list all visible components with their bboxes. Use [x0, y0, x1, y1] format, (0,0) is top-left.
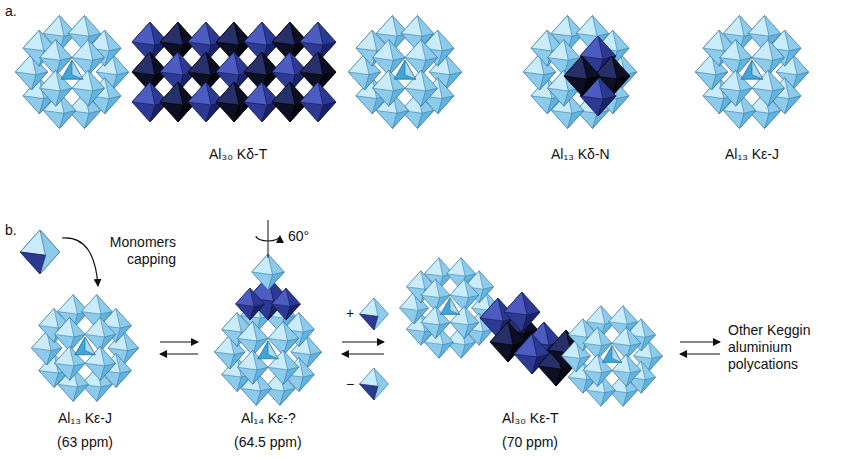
rotation-symbol: [256, 220, 280, 258]
monomer-octahedron: [20, 230, 60, 274]
product-note: Other Keggin aluminium polycations: [728, 322, 824, 373]
al14-capped-cluster: [214, 254, 321, 405]
cluster-name: Al₁₃ Kε-J: [58, 410, 112, 427]
cluster-name: Al₃₀ Kδ-T: [209, 146, 267, 163]
cluster-name: Al₁₃ Kε-J: [725, 146, 779, 163]
equilibrium-arrows: [342, 298, 388, 400]
process-note: Monomers capping: [104, 234, 176, 268]
rotation-angle: 60°: [288, 228, 309, 245]
al13-delta-cluster: [523, 15, 636, 128]
al30-epsilon-cluster: [400, 258, 663, 406]
equilibrium-arrows: [680, 342, 720, 354]
al13-epsilon-cluster: [31, 295, 138, 402]
al30-delta-cluster: [15, 15, 461, 128]
chemical-shift: (70 ppm): [502, 434, 558, 451]
equilibrium-arrows: [160, 342, 198, 354]
panel-letter: a.: [5, 3, 17, 20]
panel-letter: b.: [5, 222, 17, 239]
capping-arrow: [62, 238, 98, 286]
al13-epsilon-cluster: [695, 15, 808, 128]
chemical-shift: (64.5 ppm): [234, 434, 302, 451]
cluster-name: Al₁₄ Kε-?: [241, 410, 296, 427]
chemical-shift: (63 ppm): [57, 434, 113, 451]
sign-label: −: [346, 376, 354, 393]
cluster-name: Al₃₀ Kε-T: [502, 410, 559, 427]
cluster-name: Al₁₃ Kδ-N: [551, 146, 610, 163]
sign-label: +: [346, 305, 354, 322]
